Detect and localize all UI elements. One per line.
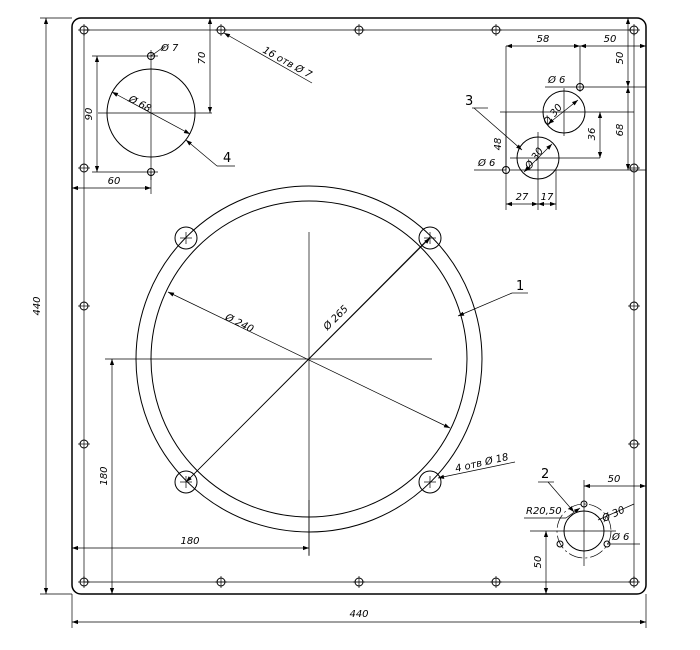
overall-height-dimension: 440 bbox=[32, 17, 72, 595]
ring-bolt-hole bbox=[174, 226, 198, 250]
diameter-265-dimension: Ø 265 bbox=[185, 237, 431, 483]
perimeter-hole bbox=[628, 301, 640, 311]
bottom-right-hole-group: 50 50 R20,50 Ø 30 Ø 6 2 bbox=[524, 467, 646, 594]
top-left-small-hole-label: Ø 7 bbox=[160, 42, 179, 54]
perimeter-hole bbox=[78, 439, 90, 449]
perimeter-hole bbox=[78, 301, 90, 311]
perimeter-hole bbox=[628, 24, 640, 36]
perimeter-hole bbox=[628, 439, 640, 449]
dimension-180-vertical-label: 180 bbox=[99, 466, 110, 485]
main-ring bbox=[105, 185, 483, 555]
top-right-36-label: 36 bbox=[587, 128, 598, 141]
top-right-50-v-label: 50 bbox=[615, 52, 626, 65]
bottom-right-small-hole bbox=[580, 500, 588, 508]
diameter-265-label: Ø 265 bbox=[320, 303, 351, 334]
perimeter-hole bbox=[78, 24, 90, 36]
top-right-small-hole-b-label: Ø 6 bbox=[477, 157, 495, 169]
perimeter-hole bbox=[353, 24, 365, 36]
position-1-label: 1 bbox=[516, 279, 524, 294]
bottom-right-50-h-label: 50 bbox=[608, 474, 621, 485]
bottom-right-small-hole-label: Ø 6 bbox=[611, 531, 629, 543]
perimeter-hole bbox=[353, 576, 365, 588]
perimeter-holes-callout: 16 отв Ø 7 bbox=[223, 32, 315, 84]
diameter-240-label: Ø 240 bbox=[222, 311, 255, 335]
top-right-48-label: 48 bbox=[493, 138, 504, 151]
position-2-label: 2 bbox=[541, 467, 549, 482]
ring-bolt-hole bbox=[418, 470, 442, 494]
dimension-180-vertical: 180 bbox=[99, 359, 115, 594]
top-right-hole-30-b-label: Ø 30 bbox=[522, 145, 546, 172]
perimeter-hole bbox=[215, 576, 227, 588]
perimeter-hole bbox=[78, 163, 90, 173]
position-4-label: 4 bbox=[223, 151, 231, 166]
overall-width-label: 440 bbox=[349, 609, 368, 620]
top-left-70-label: 70 bbox=[197, 52, 208, 65]
bottom-right-50-v-label: 50 bbox=[533, 556, 544, 569]
perimeter-holes bbox=[78, 24, 640, 588]
top-right-50-h-label: 50 bbox=[604, 34, 617, 45]
perimeter-hole bbox=[628, 576, 640, 588]
ring-bolt-holes-callout: 4 отв Ø 18 bbox=[437, 451, 516, 479]
dimension-180-horizontal-label: 180 bbox=[180, 536, 199, 547]
plate-outline bbox=[71, 17, 647, 595]
ring-bolt-holes-label: 4 отв Ø 18 bbox=[454, 451, 510, 475]
overall-height-label: 440 bbox=[32, 296, 43, 315]
overall-width-dimension: 440 bbox=[71, 594, 647, 628]
bottom-right-small-hole bbox=[556, 540, 564, 548]
top-left-hole-group: Ø 68 Ø 7 90 60 70 4 bbox=[72, 18, 235, 194]
top-left-60-label: 60 bbox=[108, 176, 121, 187]
top-left-90-label: 90 bbox=[84, 108, 95, 121]
perimeter-hole bbox=[215, 24, 227, 36]
position-1-callout: 1 bbox=[457, 279, 528, 317]
perimeter-hole bbox=[78, 576, 90, 588]
perimeter-hole bbox=[490, 24, 502, 36]
top-right-small-hole-a-label: Ø 6 bbox=[547, 74, 565, 86]
top-right-58-label: 58 bbox=[537, 34, 550, 45]
position-3-label: 3 bbox=[465, 94, 473, 109]
top-left-diameter-label: Ø 68 bbox=[126, 93, 154, 115]
top-right-27-label: 27 bbox=[516, 192, 529, 203]
bottom-right-diameter-label: Ø 30 bbox=[599, 504, 627, 525]
perimeter-hole bbox=[490, 576, 502, 588]
bottom-right-radius-label: R20,50 bbox=[526, 506, 562, 517]
top-right-hole-group: 58 50 50 68 36 48 27 17 Ø 6 Ø 6 Ø 30 Ø 3… bbox=[465, 18, 646, 210]
top-right-17-label: 17 bbox=[541, 192, 554, 203]
perimeter-holes-label: 16 отв Ø 7 bbox=[261, 44, 315, 81]
top-right-68-label: 68 bbox=[615, 124, 626, 137]
